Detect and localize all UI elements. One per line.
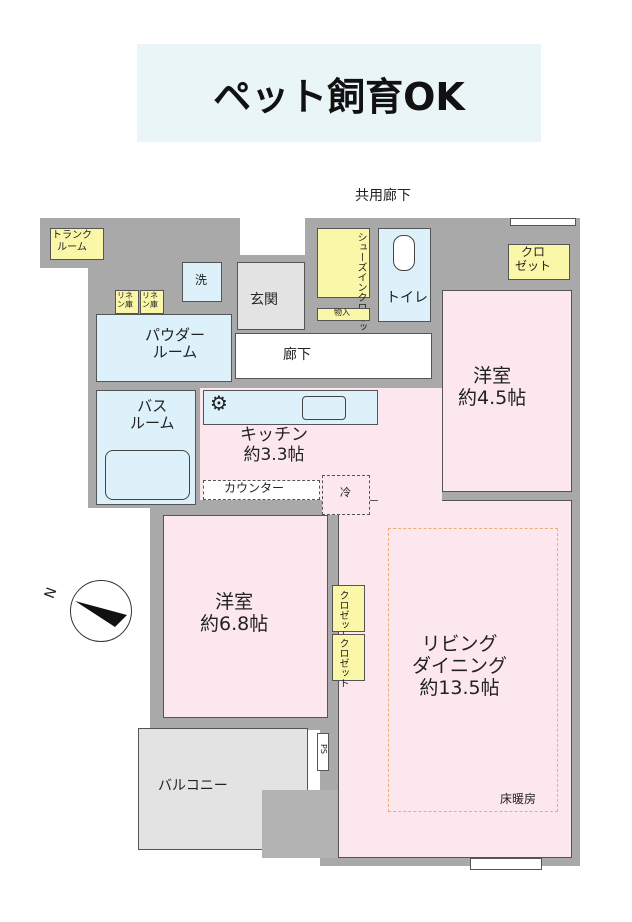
linen-label: リネ ン庫 bbox=[142, 291, 158, 310]
western-room-4-5-label: 洋室 約4.5帖 bbox=[458, 365, 527, 409]
laundry-space bbox=[182, 262, 222, 302]
hallway-label: 廊下 bbox=[283, 347, 311, 363]
stove-icon: ⚙ bbox=[210, 391, 228, 415]
bath-room-label: バス ルーム bbox=[130, 397, 175, 433]
western-room-4-5 bbox=[442, 290, 572, 492]
common-corridor-label: 共用廊下 bbox=[355, 188, 411, 204]
closet bbox=[508, 244, 570, 280]
counter bbox=[203, 480, 320, 500]
banner-title: ペット飼育OK bbox=[213, 74, 465, 119]
bay-window bbox=[470, 858, 542, 870]
linen-label: リネ ン庫 bbox=[117, 291, 133, 310]
compass-north-label: N bbox=[41, 585, 61, 601]
western-room-6-8-label: 洋室 約6.8帖 bbox=[200, 591, 269, 635]
counter-label: カウンター bbox=[224, 481, 285, 495]
ps-label: PS bbox=[318, 744, 328, 754]
pipe-space bbox=[317, 733, 329, 771]
bathtub bbox=[105, 450, 190, 500]
linen-closet bbox=[140, 290, 164, 314]
closet-label: クロゼット bbox=[337, 638, 348, 688]
pet-allowed-banner: ペット飼育OK bbox=[137, 44, 541, 142]
storage bbox=[317, 308, 370, 321]
floor-heating-area bbox=[388, 528, 558, 812]
powder-room bbox=[96, 314, 232, 382]
fridge-space bbox=[322, 475, 370, 515]
powder-room-label: パウダー ルーム bbox=[145, 326, 206, 362]
western-room-6-8 bbox=[163, 515, 328, 718]
entrance-label: 玄関 bbox=[250, 292, 278, 308]
toilet-bowl-icon bbox=[393, 235, 415, 271]
linen-closet bbox=[115, 290, 139, 314]
laundry-label: 洗 bbox=[195, 273, 208, 287]
closet bbox=[332, 634, 365, 681]
storage-label: 物入 bbox=[334, 308, 350, 317]
shoe-closet-label: シューズインクロゼット bbox=[355, 232, 366, 342]
kitchen-counter bbox=[203, 390, 378, 425]
closet-label: クロゼット bbox=[337, 590, 348, 640]
living-dining-label: リビング ダイニング 約13.5帖 bbox=[412, 633, 508, 699]
compass-icon bbox=[70, 580, 132, 642]
window bbox=[510, 218, 576, 226]
balcony-block bbox=[262, 790, 338, 858]
shoe-closet bbox=[317, 228, 370, 298]
entrance bbox=[237, 262, 305, 330]
closet bbox=[332, 585, 365, 632]
kitchen-label: キッチン 約3.3帖 bbox=[240, 425, 308, 465]
living-dining bbox=[378, 388, 442, 508]
toilet-label: トイレ bbox=[386, 290, 428, 306]
hallway bbox=[235, 333, 432, 379]
trunk-room-label: トランク ルーム bbox=[52, 230, 92, 253]
balcony-label: バルコニー bbox=[158, 778, 228, 794]
fridge-label: 冷 bbox=[340, 486, 351, 499]
trunk-room bbox=[50, 228, 104, 260]
sink-icon bbox=[302, 396, 346, 420]
closet-label: クロ ゼット bbox=[515, 245, 552, 273]
floor-heating-label: 床暖房 bbox=[500, 792, 537, 806]
